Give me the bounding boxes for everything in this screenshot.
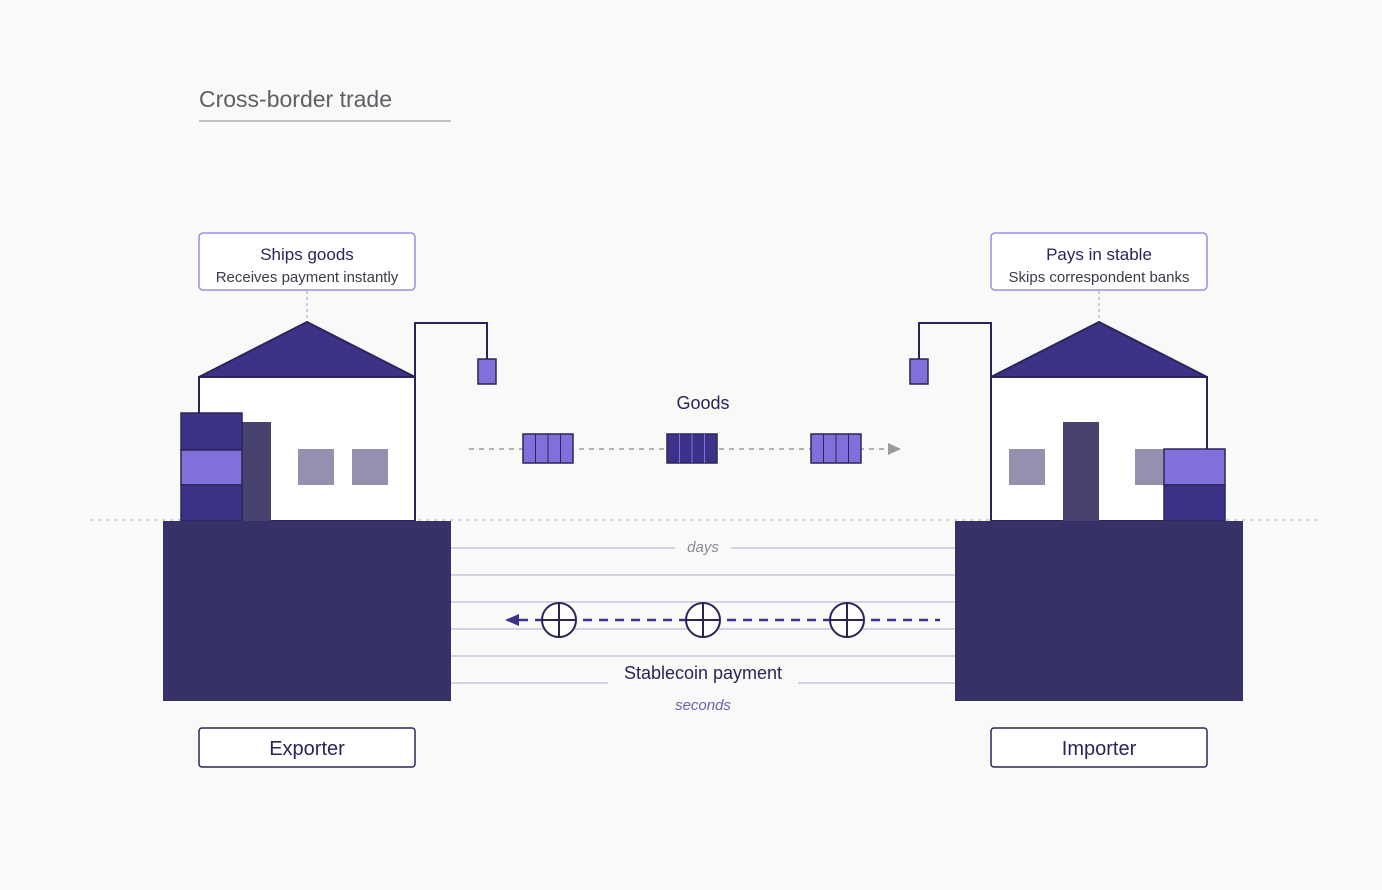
coin-icon (829, 602, 865, 638)
goods-container (522, 433, 574, 464)
exporter-label-box: Exporter (198, 727, 416, 768)
goods-container (666, 433, 718, 464)
importer-vault (955, 521, 1243, 701)
importer-door (1063, 422, 1099, 521)
exporter-container-stack (180, 412, 243, 522)
page-title: Cross-border trade (199, 86, 392, 112)
importer-window (1009, 449, 1045, 485)
exporter-door (242, 422, 271, 521)
exporter-callout-subtitle: Receives payment instantly (216, 269, 399, 286)
exporter-roof (198, 320, 416, 378)
payment-duration-label: seconds (675, 697, 731, 714)
importer-label: Importer (1062, 738, 1137, 760)
goods-flow: Goods (469, 393, 901, 464)
coin-icon (685, 602, 721, 638)
goods-container (810, 433, 862, 464)
exporter-callout: Ships goods Receives payment instantly (198, 232, 416, 322)
exporter-callout-title: Ships goods (260, 245, 354, 264)
goods-duration-label: days (687, 539, 719, 556)
importer-callout: Pays in stable Skips correspondent banks (990, 232, 1208, 322)
importer-building: Pays in stable Skips correspondent banks (909, 232, 1243, 701)
exporter-building: Ships goods Receives payment instantly (163, 232, 497, 701)
importer-crane (909, 322, 992, 385)
goods-arrowhead-icon (888, 443, 901, 455)
exporter-window (298, 449, 334, 485)
exporter-label: Exporter (269, 738, 345, 760)
coin-icon (541, 602, 577, 638)
importer-container-stack (1163, 448, 1226, 522)
importer-label-box: Importer (990, 727, 1208, 768)
importer-callout-title: Pays in stable (1046, 245, 1152, 264)
exporter-vault (163, 521, 451, 701)
payment-flow (505, 602, 940, 638)
payment-arrowhead-icon (505, 614, 519, 626)
payment-flow-label: Stablecoin payment (624, 663, 782, 683)
exporter-window (352, 449, 388, 485)
importer-roof (990, 320, 1208, 378)
importer-callout-subtitle: Skips correspondent banks (1009, 269, 1190, 286)
goods-flow-label: Goods (676, 393, 729, 413)
exporter-crane (414, 322, 497, 385)
